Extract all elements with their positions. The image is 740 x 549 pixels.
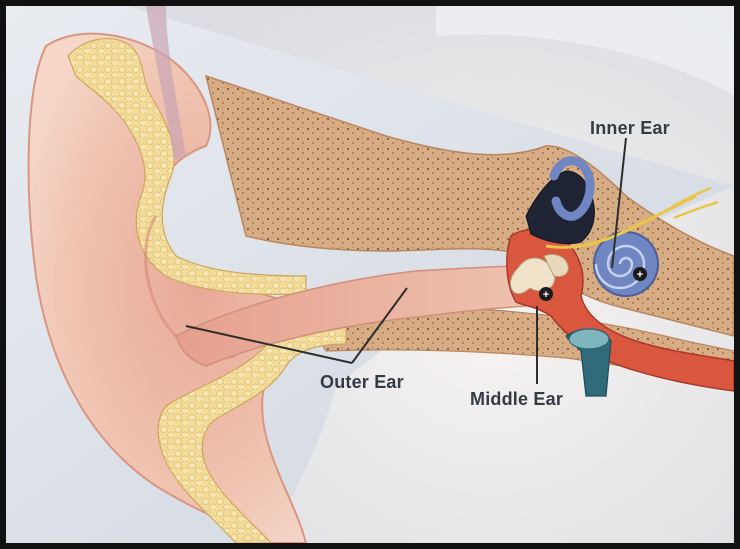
inner-ear-label: Inner Ear: [590, 118, 670, 139]
ear-cross-section-illustration: + +: [6, 6, 734, 543]
illustration-frame: + +: [6, 6, 734, 543]
svg-text:+: +: [543, 289, 549, 301]
eustachian-tube-opening: [569, 329, 609, 349]
svg-text:+: +: [637, 269, 643, 281]
outer-ear-label: Outer Ear: [320, 372, 404, 393]
middle-ear-label: Middle Ear: [470, 389, 563, 410]
